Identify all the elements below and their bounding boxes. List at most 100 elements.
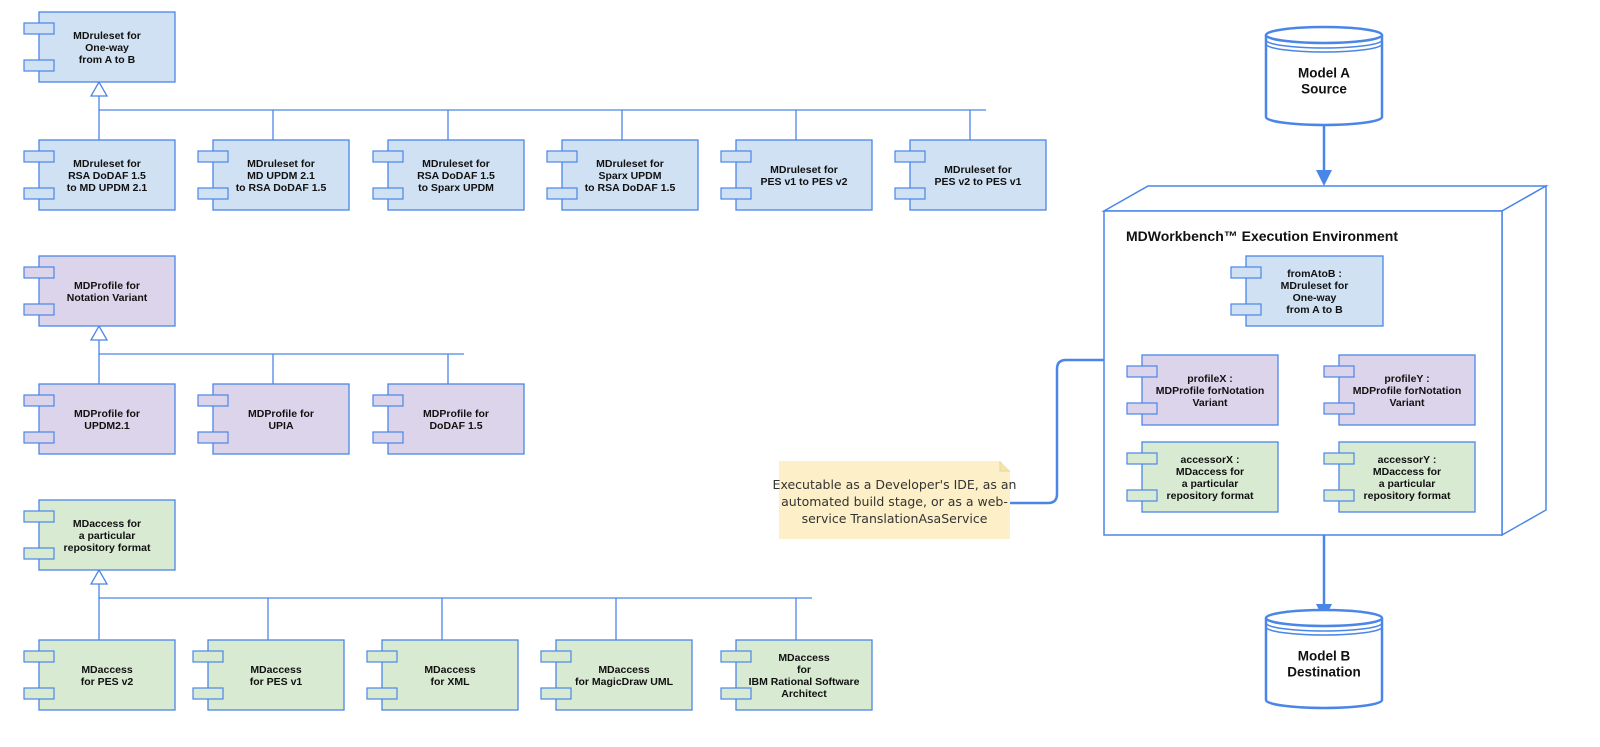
component-port-icon: [546, 187, 578, 200]
component-port-icon: [546, 150, 578, 163]
component-port-icon: [720, 650, 752, 663]
component-body: [381, 639, 519, 711]
component-body: [909, 139, 1047, 211]
generalization-arrowhead: [89, 80, 109, 97]
component-port-icon: [23, 510, 55, 523]
component-port-icon: [720, 187, 752, 200]
component-port-icon: [192, 650, 224, 663]
component-port-icon: [1323, 489, 1355, 502]
component-port-icon: [23, 22, 55, 35]
component-port-icon: [372, 187, 404, 200]
database-ring: [1265, 626, 1383, 636]
component-port-icon: [366, 650, 398, 663]
component-port-icon: [1126, 365, 1158, 378]
component-port-icon: [23, 303, 55, 316]
database-ring: [1265, 622, 1383, 632]
environment-title: MDWorkbench™ Execution Environment: [1126, 228, 1398, 244]
component-port-icon: [23, 547, 55, 560]
component-port-icon: [894, 150, 926, 163]
component-body: [1338, 441, 1476, 513]
component-port-icon: [23, 394, 55, 407]
component-port-icon: [1126, 402, 1158, 415]
component-body: [561, 139, 699, 211]
component-port-icon: [1126, 452, 1158, 465]
component-port-icon: [1323, 452, 1355, 465]
component-body: [38, 499, 176, 571]
database-ring: [1265, 39, 1383, 49]
component-body: [735, 639, 873, 711]
component-port-icon: [197, 187, 229, 200]
component-body: [212, 383, 350, 455]
node-side-face: [1501, 184, 1547, 537]
component-port-icon: [894, 187, 926, 200]
component-body: [38, 255, 176, 327]
component-body: [387, 383, 525, 455]
component-body: [38, 139, 176, 211]
component-port-icon: [197, 150, 229, 163]
database-ring: [1265, 43, 1383, 53]
component-body: [735, 139, 873, 211]
component-body: [212, 139, 350, 211]
component-body: [1141, 354, 1279, 426]
generalization-arrowhead: [89, 568, 109, 585]
note-body: [779, 461, 1010, 539]
generalization-arrowhead: [89, 324, 109, 341]
component-body: [1338, 354, 1476, 426]
component-port-icon: [1323, 365, 1355, 378]
component-port-icon: [23, 650, 55, 663]
note-connector: [1010, 358, 1104, 505]
component-body: [387, 139, 525, 211]
component-port-icon: [720, 150, 752, 163]
component-port-icon: [23, 59, 55, 72]
component-port-icon: [372, 431, 404, 444]
component-port-icon: [197, 431, 229, 444]
component-port-icon: [1230, 303, 1262, 316]
component-port-icon: [372, 394, 404, 407]
